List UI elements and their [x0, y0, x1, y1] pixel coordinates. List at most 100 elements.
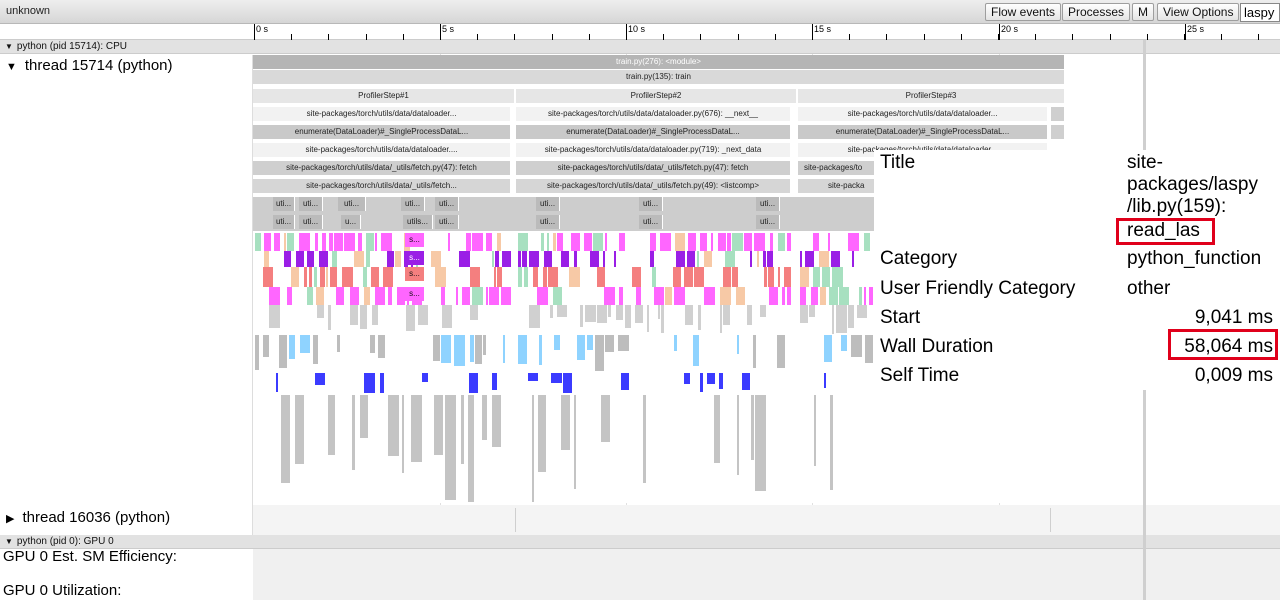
call-stripe[interactable]	[614, 251, 616, 267]
call-stripe[interactable]	[619, 287, 623, 305]
call-stripe[interactable]	[650, 233, 656, 251]
call-stripe[interactable]	[358, 233, 362, 251]
slice-fetch-listcomp[interactable]: site-packages/torch/utils/data/_utils/fe…	[516, 179, 791, 193]
call-stripe[interactable]	[337, 335, 340, 352]
call-stripe[interactable]	[764, 267, 767, 287]
call-stripe[interactable]	[714, 395, 720, 463]
call-stripe[interactable]	[342, 267, 353, 287]
call-stripe[interactable]	[831, 251, 840, 267]
call-stripe[interactable]	[501, 287, 511, 305]
call-stripe[interactable]	[334, 233, 343, 251]
call-stripe[interactable]	[468, 395, 474, 502]
call-stripe[interactable]	[387, 251, 394, 267]
call-stripe[interactable]	[751, 395, 754, 460]
call-stripe[interactable]	[495, 251, 499, 267]
call-stripe[interactable]	[354, 251, 364, 267]
call-stripe[interactable]	[336, 287, 344, 305]
search-input[interactable]: laspy	[1240, 3, 1280, 22]
call-stripe[interactable]	[448, 233, 450, 251]
call-stripe[interactable]	[577, 335, 585, 360]
call-stripe[interactable]	[433, 335, 440, 361]
process-header-gpu[interactable]: ▼python (pid 0): GPU 0	[0, 535, 1280, 549]
slice-utils[interactable]: uti...	[338, 197, 366, 211]
call-stripe[interactable]	[605, 233, 607, 251]
call-stripe[interactable]	[503, 335, 505, 363]
call-stripe[interactable]	[832, 305, 834, 334]
call-stripe[interactable]	[777, 335, 785, 368]
time-ruler[interactable]: 0 s 5 s 10 s 15 s 20 s 25 s	[0, 24, 1280, 40]
call-stripe[interactable]	[616, 305, 623, 320]
call-stripe[interactable]	[848, 233, 859, 251]
slice-fetch[interactable]: site-packages/torch/utils/data/_utils/fe…	[253, 161, 511, 175]
call-stripe[interactable]	[707, 373, 715, 384]
call-stripe[interactable]	[763, 251, 766, 267]
call-stripe[interactable]	[380, 373, 384, 393]
call-stripe[interactable]	[595, 335, 604, 371]
call-stripe[interactable]	[700, 233, 707, 251]
view-options-button[interactable]: View Options	[1157, 3, 1240, 21]
call-stripe[interactable]	[597, 305, 607, 323]
call-stripe[interactable]	[778, 233, 785, 251]
call-stripe[interactable]	[800, 305, 808, 323]
call-stripe[interactable]	[621, 373, 629, 390]
call-stripe[interactable]	[370, 335, 375, 353]
call-stripe[interactable]	[737, 395, 739, 475]
call-stripe[interactable]	[750, 251, 752, 267]
slice-utils[interactable]: uti...	[401, 197, 425, 211]
call-stripe[interactable]	[470, 335, 474, 362]
slice-utils[interactable]: uti...	[756, 215, 780, 229]
call-stripe[interactable]	[309, 267, 312, 287]
call-stripe[interactable]	[822, 267, 830, 287]
gpu-counter-tracks[interactable]	[253, 549, 1280, 600]
call-stripe[interactable]	[571, 233, 580, 251]
call-stripe[interactable]	[824, 373, 826, 388]
call-stripe[interactable]	[805, 251, 814, 267]
call-stripe[interactable]	[350, 287, 359, 305]
call-stripe[interactable]	[328, 305, 331, 330]
call-stripe[interactable]	[768, 267, 774, 287]
call-stripe[interactable]	[859, 287, 862, 305]
call-stripe[interactable]	[829, 287, 838, 305]
call-stripe[interactable]	[711, 233, 713, 251]
call-stripe[interactable]	[658, 305, 660, 319]
slice-utils[interactable]: utils...	[403, 215, 433, 229]
call-stripe[interactable]	[263, 267, 273, 287]
call-stripe[interactable]	[296, 251, 304, 267]
call-stripe[interactable]	[492, 373, 497, 390]
call-stripe[interactable]	[441, 335, 451, 363]
call-stripe[interactable]	[563, 373, 572, 393]
processes-button[interactable]: Processes	[1062, 3, 1131, 21]
call-stripe[interactable]	[383, 267, 393, 287]
slice-utils[interactable]: uti...	[299, 215, 323, 229]
call-stripe[interactable]	[652, 267, 656, 287]
call-stripe[interactable]	[787, 233, 791, 251]
call-stripe[interactable]	[402, 395, 404, 473]
call-stripe[interactable]	[661, 305, 664, 333]
call-stripe[interactable]	[445, 395, 456, 500]
call-stripe[interactable]	[643, 395, 646, 483]
call-stripe[interactable]	[839, 287, 849, 305]
call-stripe[interactable]	[852, 251, 854, 267]
call-stripe[interactable]	[723, 305, 730, 325]
call-stripe[interactable]	[811, 287, 818, 305]
call-stripe[interactable]	[287, 287, 292, 305]
call-stripe[interactable]	[784, 267, 791, 287]
call-stripe[interactable]	[590, 251, 599, 267]
call-stripe[interactable]	[524, 267, 528, 287]
call-stripe[interactable]	[518, 335, 527, 364]
call-stripe[interactable]	[841, 335, 847, 351]
call-stripe[interactable]	[264, 251, 269, 267]
call-stripe[interactable]	[727, 233, 731, 251]
call-stripe[interactable]	[344, 233, 355, 251]
slice-enumerate[interactable]: enumerate(DataLoader)#_SingleProcessData…	[516, 125, 791, 139]
call-stripe[interactable]	[518, 251, 521, 267]
call-stripe[interactable]	[395, 251, 401, 267]
call-stripe[interactable]	[330, 267, 337, 287]
call-stripe[interactable]	[809, 305, 815, 317]
call-stripe[interactable]	[587, 335, 593, 350]
call-stripe[interactable]	[522, 251, 527, 267]
slice-laspy[interactable]: s...	[405, 251, 425, 265]
call-stripe[interactable]	[472, 233, 483, 251]
call-stripe[interactable]	[375, 287, 385, 305]
call-stripe[interactable]	[665, 287, 672, 305]
